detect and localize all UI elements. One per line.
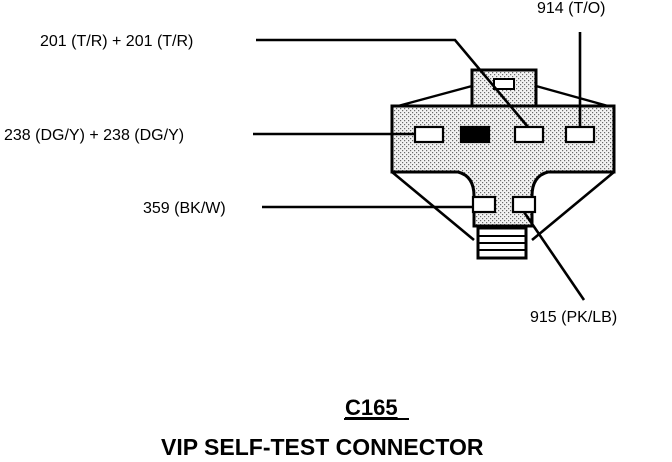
pin-914 xyxy=(564,125,596,144)
label-915: 915 (PK/LB) xyxy=(530,309,617,326)
pin-915 xyxy=(511,195,537,214)
label-914: 914 (T/O) xyxy=(537,0,605,17)
label-238: 238 (DG/Y) + 238 (DG/Y) xyxy=(4,127,184,144)
label-359: 359 (BK/W) xyxy=(143,200,226,217)
pin-238 xyxy=(413,125,445,144)
pin-plugged xyxy=(459,125,491,144)
connector-id: C165 xyxy=(345,395,398,420)
pin-201 xyxy=(513,125,545,144)
wire-915 xyxy=(522,211,586,301)
connector-bevel-top xyxy=(397,84,609,108)
connector-key xyxy=(476,226,528,260)
wire-201 xyxy=(256,38,529,128)
pin-359 xyxy=(471,195,497,214)
label-201: 201 (T/R) + 201 (T/R) xyxy=(40,33,193,50)
connector-name: VIP SELF-TEST CONNECTOR xyxy=(161,434,484,460)
connector-latch xyxy=(470,68,538,108)
